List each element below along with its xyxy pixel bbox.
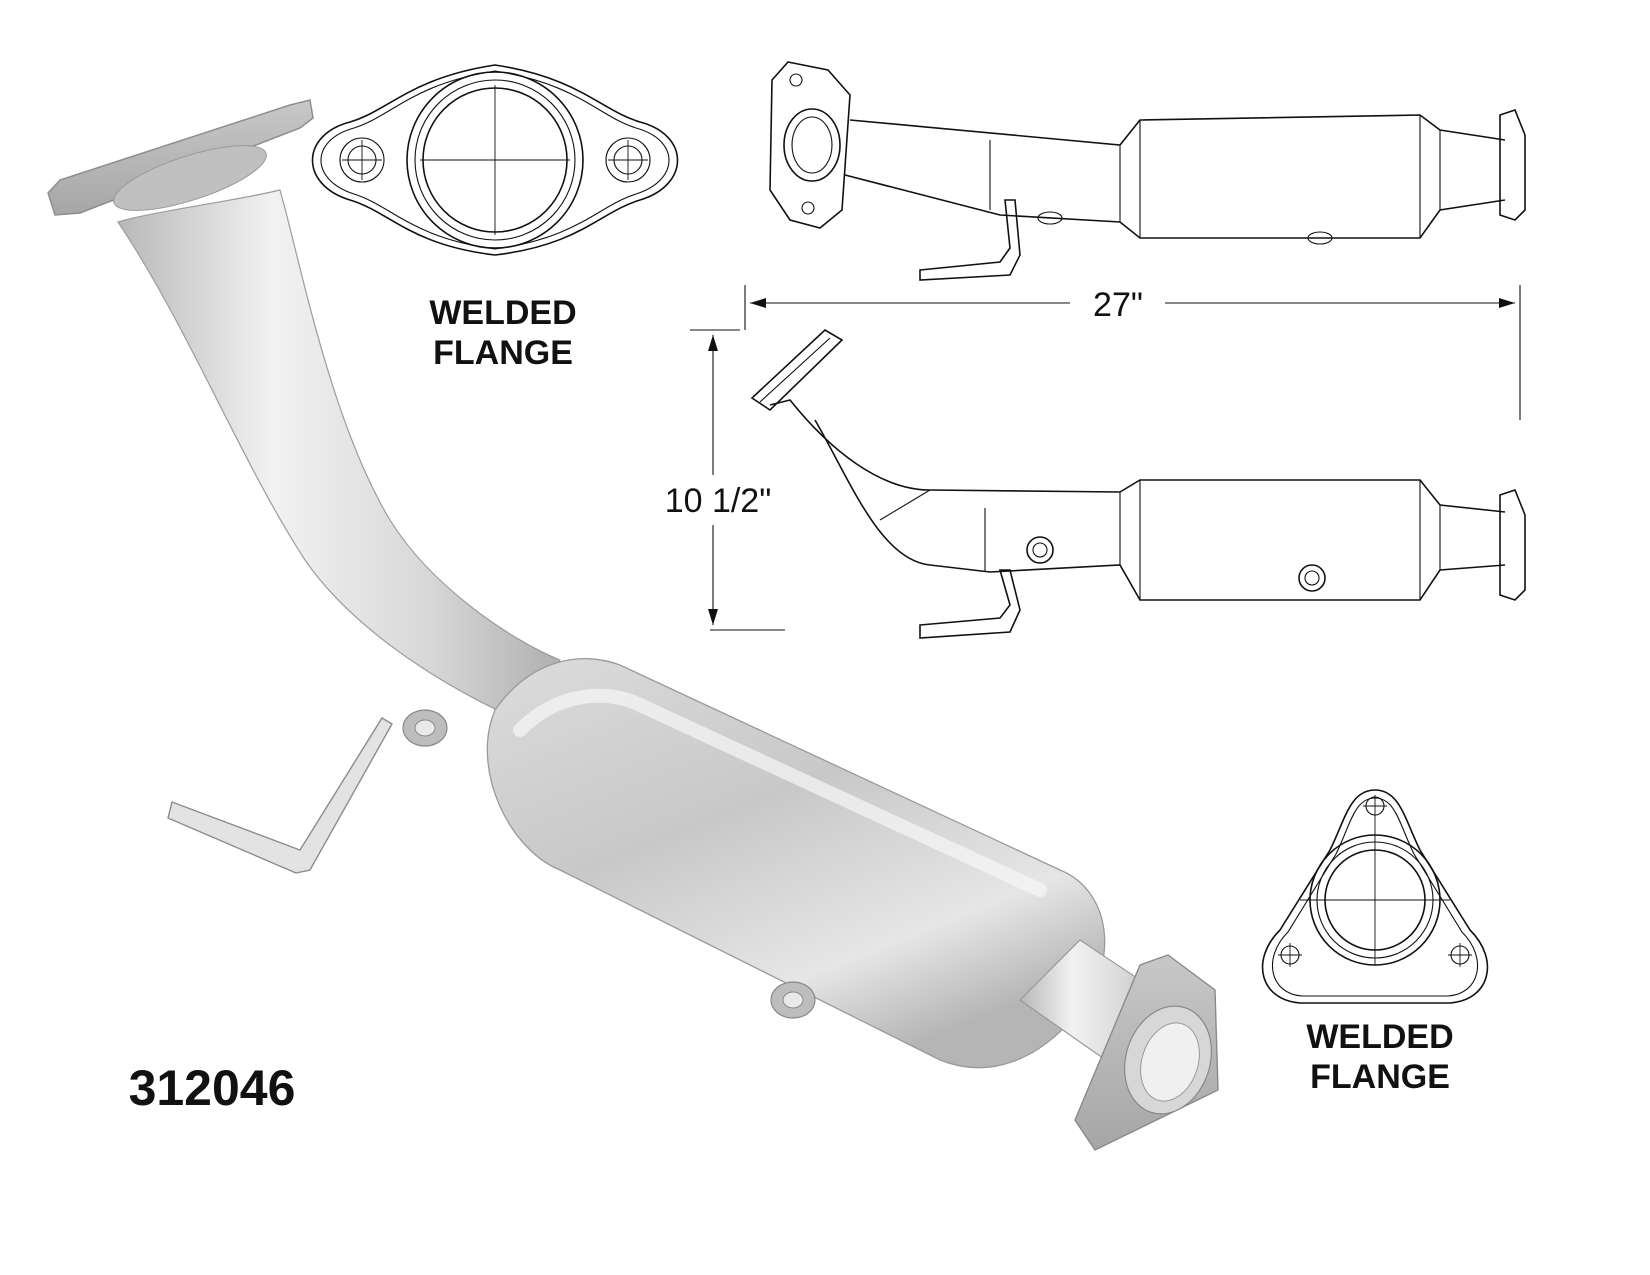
top-flange-drawing: [311, 64, 679, 256]
height-dimension: [690, 329, 785, 631]
top-flange-label-line2: FLANGE: [433, 334, 573, 372]
heat-shield-bracket: [167, 717, 393, 874]
converter-3d-render: [47, 99, 1219, 1151]
bottom-flange-label-line2: FLANGE: [1310, 1058, 1450, 1096]
bottom-flange-label-line1: WELDED: [1306, 1018, 1453, 1056]
inlet-pipe: [117, 189, 561, 721]
bottom-flange-drawing: [1261, 789, 1489, 1004]
length-dimension-value: 27": [1093, 286, 1143, 324]
top-view-drawing: [769, 61, 1526, 281]
length-dimension: [744, 285, 1521, 420]
part-number: 312046: [129, 1060, 296, 1116]
side-view-drawing: [750, 329, 1526, 639]
top-flange-label-line1: WELDED: [429, 294, 576, 332]
height-dimension-value: 10 1/2": [665, 482, 772, 520]
